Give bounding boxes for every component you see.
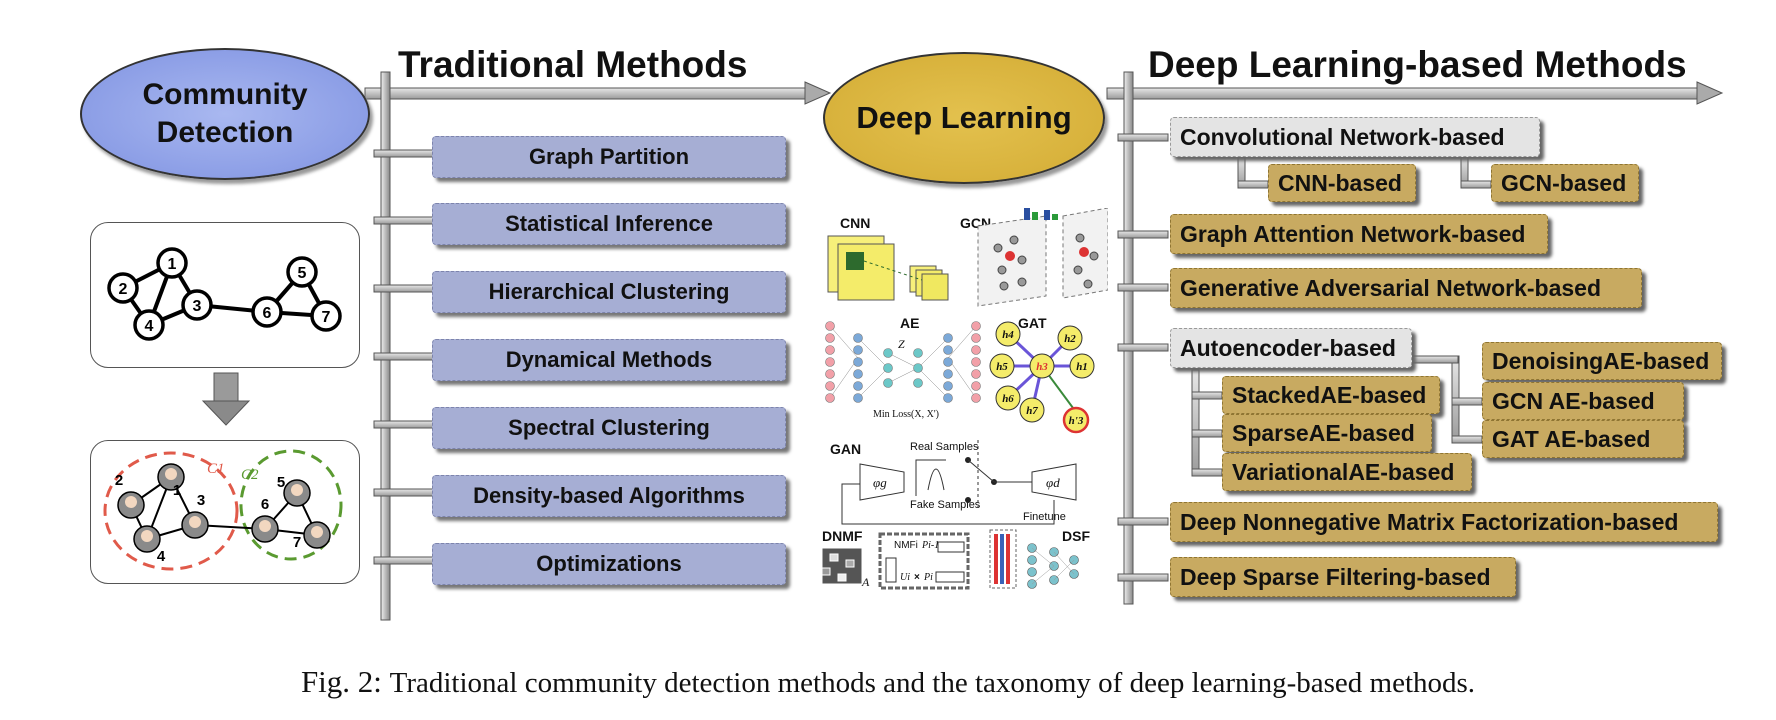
gat-node-label: h7 bbox=[1026, 405, 1038, 417]
community-graph: 1 2 3 4 5 6 7 C1 C2 bbox=[103, 449, 343, 571]
dnmf-p-label: Pi bbox=[923, 572, 933, 583]
cnn-icon bbox=[827, 235, 949, 301]
gat-ae-based: GAT AE-based bbox=[1482, 420, 1684, 458]
community-node-label: 7 bbox=[293, 534, 301, 551]
gan-icon: Real Samples Fake Samples Finetune φg φd bbox=[841, 440, 1077, 525]
graph-node-label: 2 bbox=[119, 281, 128, 298]
graph-node-label: 1 bbox=[168, 256, 177, 273]
gat-label: GAT bbox=[1018, 315, 1047, 331]
caption-text: Traditional community detection methods … bbox=[389, 667, 1476, 699]
traditional-methods-header: Traditional Methods bbox=[398, 44, 748, 85]
gat-node-label: h5 bbox=[996, 361, 1008, 373]
gan-finetune-label: Finetune bbox=[1023, 511, 1066, 523]
community-c2-label: C2 bbox=[241, 467, 259, 483]
deep-spine bbox=[1123, 71, 1134, 605]
gan-label: GAN bbox=[830, 441, 861, 457]
gat-node-label: h3 bbox=[1036, 361, 1048, 373]
community-node-label: 3 bbox=[197, 492, 205, 509]
community-node-label: 4 bbox=[157, 548, 166, 565]
graph-node-label: 3 bbox=[193, 298, 202, 315]
deep-learning-title: Deep Learning bbox=[856, 100, 1072, 135]
dnmf-p-prev-label: Pi-1 bbox=[921, 540, 939, 551]
community-node-label: 2 bbox=[115, 472, 123, 489]
gat-node-label: h1 bbox=[1076, 361, 1088, 373]
figure-caption: Fig. 2: Traditional community detection … bbox=[0, 664, 1776, 700]
stacked-ae-based: StackedAE-based bbox=[1222, 376, 1440, 414]
community-node-label: 5 bbox=[277, 474, 285, 491]
graph-node-label: 7 bbox=[322, 309, 331, 326]
denoising-ae-based: DenoisingAE-based bbox=[1482, 342, 1722, 380]
dnmf-nmf-label: NMFi bbox=[894, 540, 918, 551]
dnmf-a-label: A bbox=[861, 575, 870, 589]
variational-ae-based: VariationalAE-based bbox=[1222, 453, 1472, 491]
dsf-icon bbox=[989, 529, 1079, 589]
gat-node-label: h'3 bbox=[1069, 415, 1084, 427]
communities-panel: 1 2 3 4 5 6 7 C1 C2 bbox=[90, 440, 360, 584]
gcn-based: GCN-based bbox=[1491, 164, 1639, 202]
convolutional-network-based: Convolutional Network-based bbox=[1170, 117, 1540, 157]
graph-node-label: 4 bbox=[145, 318, 154, 335]
dnmf-based: Deep Nonnegative Matrix Factorization-ba… bbox=[1170, 502, 1718, 542]
ae-z-label: Z bbox=[898, 337, 905, 351]
caption-label: Fig. 2: bbox=[300, 664, 382, 699]
sparse-ae-based: SparseAE-based bbox=[1222, 414, 1432, 452]
gcn-ae-based: GCN AE-based bbox=[1482, 382, 1684, 420]
community-detection-ellipse: Community Detection bbox=[80, 48, 370, 180]
gcn-icon bbox=[977, 208, 1108, 307]
deep-arrow bbox=[1106, 81, 1724, 105]
gat-node-label: h4 bbox=[1002, 329, 1014, 341]
gan-fake-label: Fake Samples bbox=[910, 499, 981, 511]
method-spectral-clustering: Spectral Clustering bbox=[432, 407, 786, 449]
cnn-label: CNN bbox=[840, 215, 870, 231]
autoencoder-based: Autoencoder-based bbox=[1170, 328, 1412, 368]
method-optimizations: Optimizations bbox=[432, 543, 786, 585]
input-graph: 1 2 3 4 5 6 7 bbox=[107, 247, 342, 341]
down-arrow bbox=[201, 372, 251, 426]
dnmf-times-label: × bbox=[914, 572, 920, 583]
ae-label: AE bbox=[900, 315, 919, 331]
dnmf-icon: A NMFi Pi-1 Ui × Pi bbox=[821, 532, 970, 590]
deep-branches bbox=[1117, 133, 1169, 582]
community-node-label: 1 bbox=[173, 482, 181, 499]
graph-node-label: 5 bbox=[298, 265, 307, 282]
dnmf-label: DNMF bbox=[822, 528, 863, 544]
gat-node-label: h6 bbox=[1002, 393, 1014, 405]
traditional-spine bbox=[380, 71, 391, 621]
gat-node-label: h2 bbox=[1064, 333, 1076, 345]
dsf-based: Deep Sparse Filtering-based bbox=[1170, 557, 1516, 597]
deep-models-illustration: CNN GCN bbox=[821, 208, 1108, 590]
deep-learning-ellipse: Deep Learning bbox=[823, 52, 1105, 184]
community-node-label: 6 bbox=[261, 496, 269, 513]
ae-icon: Z Min Loss(X, X') bbox=[825, 321, 981, 420]
community-c1-label: C1 bbox=[207, 461, 225, 477]
ae-loss-label: Min Loss(X, X') bbox=[873, 409, 939, 420]
cnn-based: CNN-based bbox=[1268, 164, 1416, 202]
dnmf-u-label: Ui bbox=[900, 572, 910, 583]
community-detection-title: Community Detection bbox=[142, 78, 308, 149]
method-density-based: Density-based Algorithms bbox=[432, 475, 786, 517]
input-graph-panel: 1 2 3 4 5 6 7 bbox=[90, 222, 360, 368]
graph-node-label: 6 bbox=[263, 305, 272, 322]
method-hierarchical-clustering: Hierarchical Clustering bbox=[432, 271, 786, 313]
gat-icon: h4 h2 h5 h1 h6 h7 h3 h'3 bbox=[989, 321, 1095, 434]
gan-based: Generative Adversarial Network-based bbox=[1170, 268, 1642, 308]
gan-d-label: φd bbox=[1046, 475, 1060, 490]
method-dynamical-methods: Dynamical Methods bbox=[432, 339, 786, 381]
dsf-label: DSF bbox=[1062, 528, 1090, 544]
deep-methods-header: Deep Learning-based Methods bbox=[1148, 44, 1687, 85]
traditional-arrow bbox=[364, 81, 832, 105]
method-graph-partition: Graph Partition bbox=[432, 136, 786, 178]
gan-g-label: φg bbox=[873, 475, 887, 490]
method-statistical-inference: Statistical Inference bbox=[432, 203, 786, 245]
gan-real-label: Real Samples bbox=[910, 441, 979, 453]
gat-based: Graph Attention Network-based bbox=[1170, 214, 1548, 254]
